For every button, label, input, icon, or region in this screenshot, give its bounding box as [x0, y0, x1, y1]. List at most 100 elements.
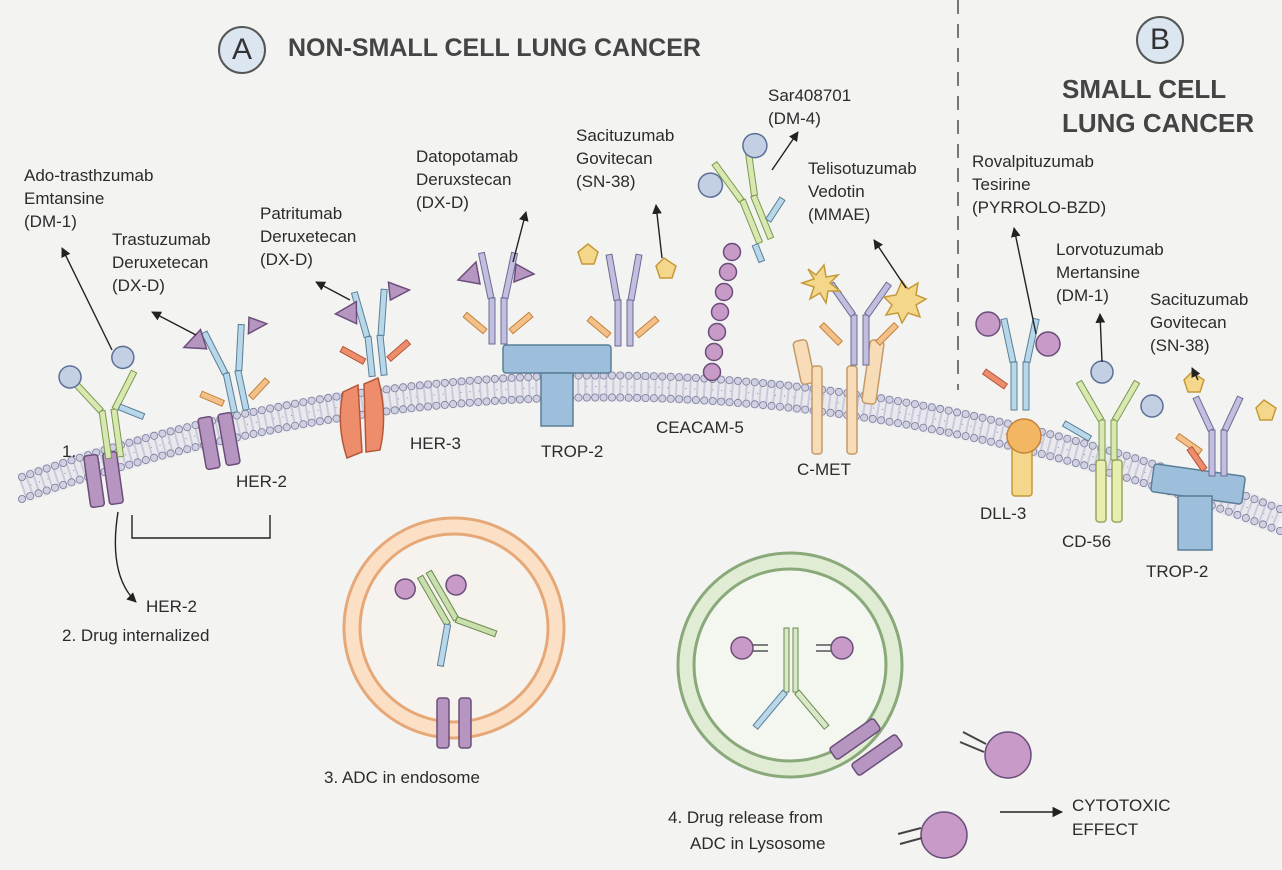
lipid-head [150, 431, 159, 440]
lipid-head [750, 400, 759, 409]
lipid-head [784, 381, 793, 390]
lipid-head [191, 443, 200, 452]
lipid-head [970, 433, 979, 442]
lipid-head [1241, 514, 1250, 523]
adc-label-line: (DM-1) [24, 212, 77, 231]
lipid-head [683, 395, 692, 404]
adc-label-sacituzumab: Sacituzumab Govitecan (SN-38) [576, 124, 674, 193]
lipid-head [315, 395, 324, 404]
lipid-head [641, 371, 650, 380]
dll3-receptor [1006, 418, 1042, 497]
adc-label-line: (DX-D) [112, 276, 165, 295]
lipid-head [59, 480, 68, 489]
lipid-head [125, 438, 134, 447]
lipid-head [649, 394, 658, 403]
lipid-head [257, 406, 266, 415]
adc-label-line: Sacituzumab [1150, 290, 1249, 309]
ceacam-domain [710, 302, 730, 322]
adc-label-sar408701: Sar408701 (DM-4) [768, 84, 851, 130]
lipid-head [282, 423, 291, 432]
lipid-head [1037, 449, 1046, 458]
adc-label-lorvotuzumab: Lorvotuzumab Mertansine (DM-1) [1056, 238, 1164, 307]
adc-label-trastuzumab-deruxtecan: Trastuzumab Deruxetecan (DX-D) [112, 228, 211, 297]
lipid-head [324, 415, 333, 424]
lipid-head [742, 399, 751, 408]
lipid-head [691, 395, 700, 404]
her3-receptor [339, 376, 385, 459]
lipid-head [257, 428, 266, 437]
lipid-head [1216, 504, 1225, 513]
lipid-head [1131, 476, 1140, 485]
lipid-head [266, 404, 275, 413]
ceacam-domain [714, 282, 734, 302]
lipid-head [733, 398, 742, 407]
her2-receptor-2 [197, 411, 241, 471]
adc-label-line: Govitecan [576, 149, 653, 168]
lipid-head [1063, 434, 1072, 443]
lipid-head [457, 399, 466, 408]
lipid-head [616, 393, 625, 402]
lipid-head [885, 417, 894, 426]
lipid-head [499, 396, 508, 405]
lipid-head [532, 372, 541, 381]
lipid-head [784, 403, 793, 412]
lipid-head [936, 426, 945, 435]
adc-label-line: (SN-38) [576, 172, 636, 191]
lipid-head [133, 458, 142, 467]
lipid-head [465, 398, 474, 407]
lipid-head [995, 439, 1004, 448]
lipid-head [1267, 523, 1276, 532]
lipid-head [42, 464, 51, 473]
lipid-head [232, 411, 241, 420]
lipid-head [1267, 501, 1276, 510]
lipid-head [141, 434, 150, 443]
lipid-head [1054, 454, 1063, 463]
lipid-head [67, 478, 76, 487]
ceacam-domain [704, 342, 724, 362]
lipid-head [658, 372, 667, 381]
ceacam5-receptor [702, 242, 742, 382]
lipid-head [894, 397, 903, 406]
adc-label-line: Ado-trasthzumab [24, 166, 154, 185]
lipid-head [1139, 456, 1148, 465]
lipid-head [927, 425, 936, 434]
endosome [342, 516, 566, 749]
lipid-head [274, 402, 283, 411]
adc-label-patritumab: Patritumab Deruxetecan (DX-D) [260, 202, 356, 271]
lipid-head [633, 371, 642, 380]
lipid-head [733, 376, 742, 385]
lipid-head [332, 414, 341, 423]
lipid-head [987, 415, 996, 424]
lipid-head [26, 470, 35, 479]
lipid-head [440, 378, 449, 387]
lipid-head [482, 375, 491, 384]
lipid-head [750, 378, 759, 387]
lipid-head [792, 382, 801, 391]
adc-label-datopotamab: Datopotamab Deruxstecan (DX-D) [416, 145, 518, 214]
lipid-head [675, 395, 684, 404]
trop2-receptor-1 [502, 344, 612, 427]
lipid-head [599, 393, 608, 402]
lipid-head [953, 430, 962, 439]
lipid-head [249, 429, 258, 438]
lipid-head [700, 396, 709, 405]
lipid-head [1139, 478, 1148, 487]
lipid-head [507, 395, 516, 404]
ceacam-domain [702, 362, 722, 382]
lipid-head [717, 397, 726, 406]
adc-patritumab-deruxtecan [333, 281, 412, 378]
adc-label-line: Sacituzumab [576, 126, 675, 145]
lipid-head [633, 393, 642, 402]
lipid-head [399, 383, 408, 392]
effect-line1: CYTOTOXIC [1072, 796, 1171, 815]
lipid-head [1046, 452, 1055, 461]
adc-label-line: Rovalpituzumab [972, 152, 1094, 171]
lipid-head [961, 432, 970, 441]
lipid-head [183, 423, 192, 432]
adc-label-line: Tesirine [972, 175, 1031, 194]
lipid-head [742, 377, 751, 386]
lipid-head [826, 386, 835, 395]
lipid-head [432, 401, 441, 410]
lipid-head [658, 394, 667, 403]
step-4-line2: ADC in Lysosome [690, 834, 826, 853]
